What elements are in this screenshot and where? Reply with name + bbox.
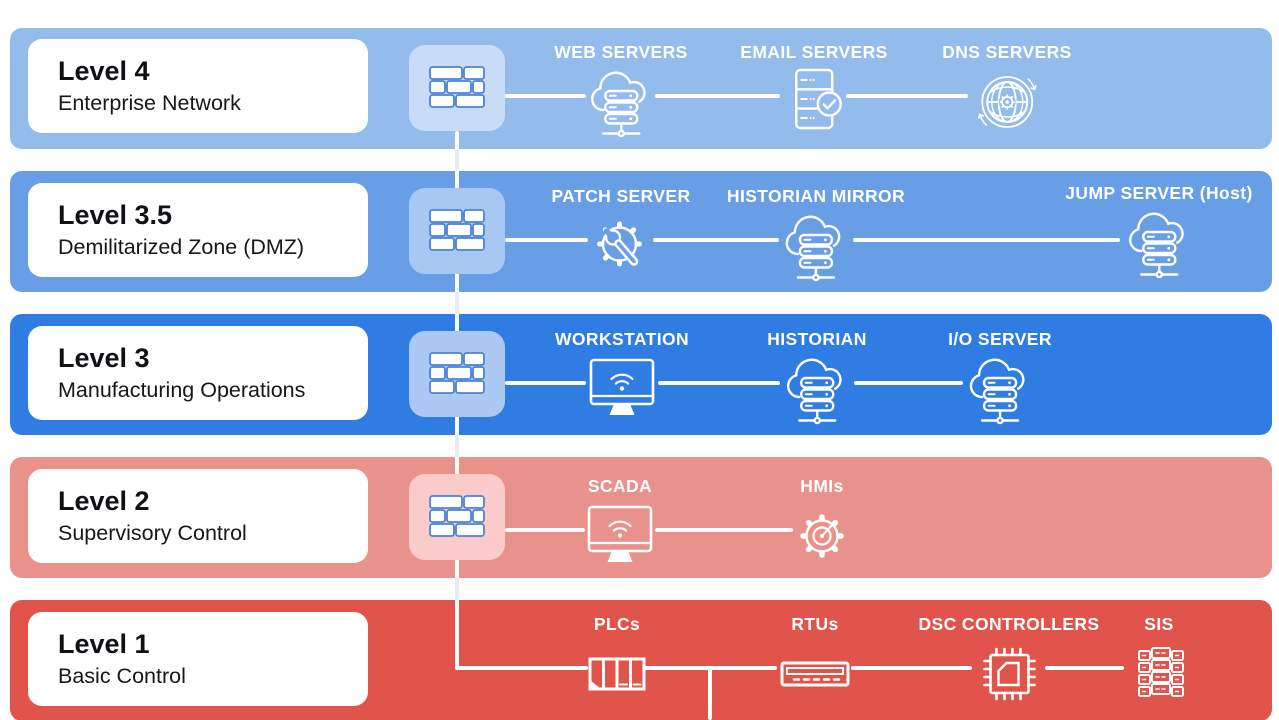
- plc-module-icon: [575, 636, 659, 712]
- level-subtitle: Demilitarized Zone (DMZ): [58, 235, 305, 260]
- connector-line: [1045, 666, 1124, 670]
- node-patch-server: PATCH SERVER: [552, 184, 691, 284]
- level-subtitle: Basic Control: [58, 664, 186, 689]
- level-title: Level 2: [58, 486, 150, 517]
- connector-line: [655, 94, 780, 98]
- node-workstation: WORKSTATION: [555, 327, 689, 427]
- connector-line: [505, 528, 585, 532]
- level-title: Level 1: [58, 629, 150, 660]
- connector-line: [658, 381, 780, 385]
- chain-line-gap-segment: [455, 578, 459, 600]
- connector-line: [505, 238, 588, 242]
- level-subtitle: Manufacturing Operations: [58, 378, 306, 403]
- node-label: I/O SERVER: [948, 329, 1052, 349]
- fieldbus-drop-line: [708, 666, 712, 720]
- rtu-rack-icon: [773, 636, 857, 712]
- connector-line: [846, 94, 968, 98]
- chip-icon: [967, 636, 1051, 712]
- node-label: DNS SERVERS: [942, 42, 1072, 62]
- connector-line: [653, 238, 779, 242]
- firewall-level-3: [409, 331, 505, 417]
- cloud-server-icon: [775, 351, 859, 427]
- connector-line: [854, 381, 963, 385]
- node-historian-mirror: HISTORIAN MIRROR: [727, 184, 905, 284]
- connector-line: [655, 528, 793, 532]
- node-sis: SIS: [1117, 612, 1201, 712]
- cloud-server-icon: [774, 208, 858, 284]
- node-label: JUMP SERVER (Host): [1065, 183, 1253, 203]
- level-title: Level 4: [58, 56, 150, 87]
- node-web-servers: WEB SERVERS: [554, 40, 687, 140]
- node-dns-servers: DNS SERVERS: [942, 40, 1072, 140]
- connector-line: [851, 666, 972, 670]
- chain-line-gap-segment: [455, 149, 459, 171]
- server-rack-grid-icon: [1117, 636, 1201, 712]
- node-label: WORKSTATION: [554, 329, 690, 349]
- chain-line-gap-segment: [455, 292, 459, 314]
- node-label: RTUs: [791, 614, 839, 634]
- node-label: SIS: [1144, 614, 1174, 634]
- node-label: PLCs: [593, 614, 641, 634]
- connector-line: [505, 381, 586, 385]
- connector-line: [505, 94, 586, 98]
- node-label: WEB SERVERS: [554, 42, 688, 62]
- node-io-server: I/O SERVER: [948, 327, 1052, 427]
- node-label: HISTORIAN MIRROR: [726, 186, 906, 206]
- cloud-server-icon: [1117, 205, 1201, 281]
- node-jump-server: JUMP SERVER (Host): [1065, 181, 1252, 281]
- node-rtus: RTUs: [773, 612, 857, 712]
- firewall-level-2: [409, 474, 505, 560]
- connector-line: [455, 666, 588, 670]
- node-email-servers: EMAIL SERVERS: [740, 40, 888, 140]
- firewall-brick-icon: [428, 351, 486, 397]
- firewall-brick-icon: [428, 494, 486, 540]
- node-label: HMIs: [800, 476, 844, 496]
- node-dsc-controllers: DSC CONTROLLERS: [919, 612, 1100, 712]
- firewall-brick-icon: [428, 208, 486, 254]
- level-card-4: Level 4 Enterprise Network: [28, 39, 368, 133]
- level-card-3-5: Level 3.5 Demilitarized Zone (DMZ): [28, 183, 368, 277]
- level-card-2: Level 2 Supervisory Control: [28, 469, 368, 563]
- firewall-brick-icon: [428, 65, 486, 111]
- node-label: HISTORIAN: [767, 329, 867, 349]
- level-title: Level 3: [58, 343, 150, 374]
- firewall-level-3-5: [409, 188, 505, 274]
- node-scada: SCADA: [578, 474, 662, 574]
- level-card-3: Level 3 Manufacturing Operations: [28, 326, 368, 420]
- node-label: EMAIL SERVERS: [740, 42, 888, 62]
- node-label: DSC CONTROLLERS: [918, 614, 1100, 634]
- firewall-level-4: [409, 45, 505, 131]
- globe-gear-icon: [965, 64, 1049, 140]
- node-historian: HISTORIAN: [767, 327, 867, 427]
- cloud-server-icon: [958, 351, 1042, 427]
- connector-line: [853, 238, 1120, 242]
- level-card-1: Level 1 Basic Control: [28, 612, 368, 706]
- cloud-server-icon: [579, 64, 663, 140]
- level-subtitle: Enterprise Network: [58, 91, 241, 116]
- monitor-wifi-icon: [578, 498, 662, 574]
- level-subtitle: Supervisory Control: [58, 521, 247, 546]
- node-hmis: HMIs: [780, 474, 864, 574]
- level-title: Level 3.5: [58, 200, 173, 231]
- gear-gauge-icon: [780, 498, 864, 574]
- chain-line-gap-segment: [455, 435, 459, 457]
- gear-wrench-icon: [579, 208, 663, 284]
- server-tower-check-icon: [772, 64, 856, 140]
- node-label: SCADA: [587, 476, 653, 496]
- monitor-wifi-icon: [580, 351, 664, 427]
- node-label: PATCH SERVER: [551, 186, 691, 206]
- node-plcs: PLCs: [575, 612, 659, 712]
